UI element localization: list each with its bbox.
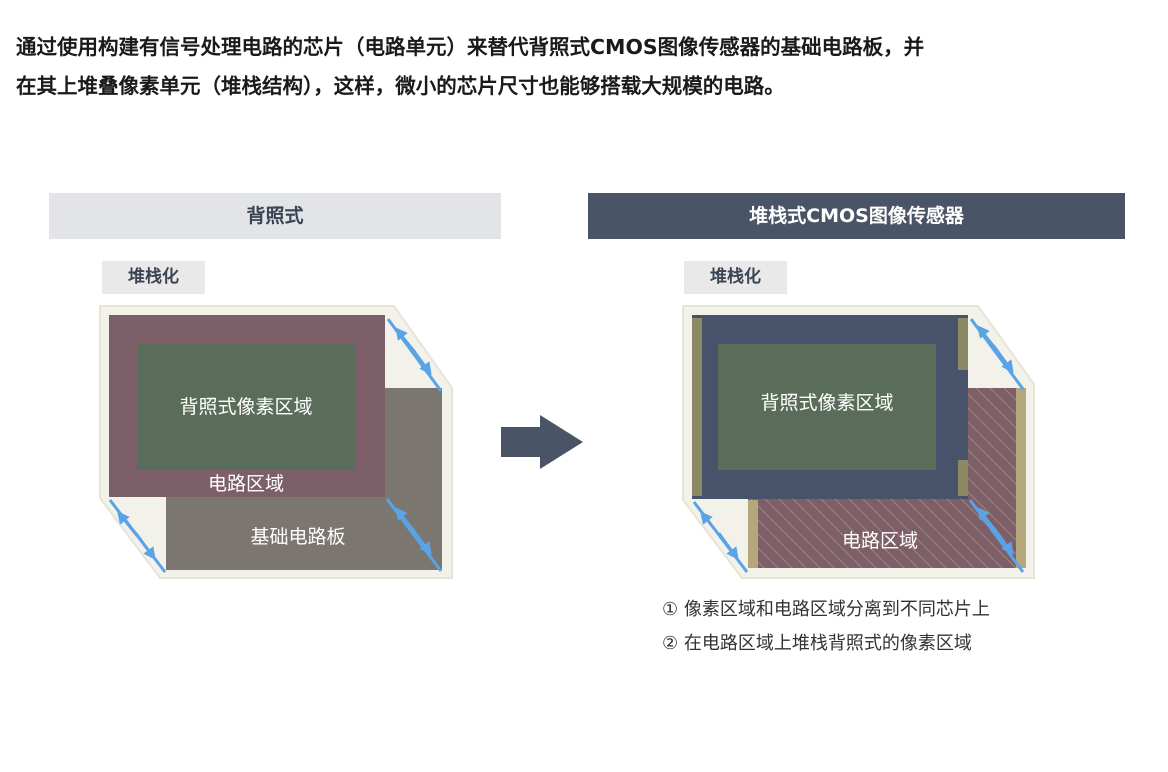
pixel-area-label: 背照式像素区域 — [179, 396, 312, 418]
stack-arrow-icon — [992, 345, 1014, 374]
pixel-area — [718, 344, 936, 470]
stack-arrow-icon — [117, 511, 138, 537]
right-stacked-figure: 背照式像素区域 电路区域 — [682, 305, 1035, 579]
circuit-area-label: 电路区域 — [842, 530, 918, 552]
note-item: ② 在电路区域上堆栈背照式的像素区域 — [662, 633, 972, 654]
stack-arrow-icon — [717, 532, 739, 561]
intro-line-1: 通过使用构建有信号处理电路的芯片（电路单元）来替代背照式CMOS图像传感器的基础… — [16, 35, 925, 59]
stack-arrow-icon — [700, 511, 721, 537]
circuit-area-label: 电路区域 — [208, 473, 284, 495]
header-stacked-cmos: 堆栈式CMOS图像传感器 — [588, 193, 1125, 239]
pad-strip — [748, 500, 758, 568]
note-item: ① 像素区域和电路区域分离到不同芯片上 — [662, 599, 990, 620]
stack-arrow-icon — [410, 527, 432, 556]
pixel-area — [137, 344, 356, 470]
intro-line-2: 在其上堆叠像素单元（堆栈结构），这样，微小的芯片尺寸也能够搭载大规模的电路。 — [16, 74, 785, 98]
stack-arrow-icon — [410, 347, 432, 376]
pad-strip — [1016, 388, 1026, 568]
arrow-right-icon — [501, 415, 583, 469]
intro-text: 通过使用构建有信号处理电路的芯片（电路单元）来替代背照式CMOS图像传感器的基础… — [16, 28, 1156, 106]
pad-strip — [692, 318, 702, 496]
stack-arrow-icon — [992, 527, 1014, 556]
pixel-area-label: 背照式像素区域 — [760, 392, 893, 414]
tag-stacking-left: 堆栈化 — [102, 261, 205, 294]
base-board-label: 基础电路板 — [250, 526, 345, 548]
header-backside: 背照式 — [49, 193, 501, 239]
pad-strip — [958, 318, 968, 370]
notes-list: ① 像素区域和电路区域分离到不同芯片上 ② 在电路区域上堆栈背照式的像素区域 — [662, 596, 990, 664]
tag-stacking-right: 堆栈化 — [684, 261, 787, 294]
pad-strip — [958, 460, 968, 496]
stack-arrow-icon — [134, 532, 156, 561]
left-backside-figure: 背照式像素区域 电路区域 基础电路板 — [99, 305, 453, 579]
